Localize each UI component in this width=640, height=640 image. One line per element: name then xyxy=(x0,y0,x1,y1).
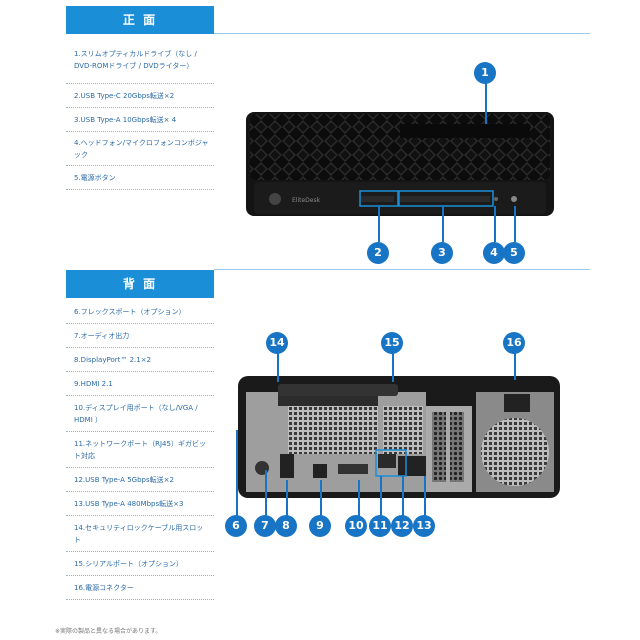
rear-spec-item-11: 11.ネットワークポート（RJ45）ギガビット対応 xyxy=(66,432,214,468)
rear-section-title: 背 面 xyxy=(66,270,214,298)
callout-16-leader xyxy=(514,352,516,380)
front-spec-list: 1.スリムオプティカルドライブ（なし / DVD-ROMドライブ / DVDライ… xyxy=(66,36,214,190)
callout-15-leader xyxy=(392,352,394,382)
rear-spec-item-13: 13.USB Type-A 480Mbps転送×3 xyxy=(66,492,214,516)
front-divider xyxy=(214,33,590,34)
callout-2-leader xyxy=(378,206,380,242)
callout-5-leader xyxy=(514,206,516,242)
front-spec-item-2: 2.USB Type-C 20Gbps転送×2 xyxy=(66,84,214,108)
callout-1-leader xyxy=(485,82,487,124)
callout-7-badge: 7 xyxy=(254,515,276,537)
callout-6-badge: 6 xyxy=(225,515,247,537)
front-brand-label: EliteDesk xyxy=(292,197,321,204)
callout-3-badge: 3 xyxy=(431,242,453,264)
callout-15-badge: 15 xyxy=(381,332,403,354)
rear-spec-item-10: 10.ディスプレイ用ポート（なし/VGA / HDMI ） xyxy=(66,396,214,432)
callout-14-leader xyxy=(277,352,279,382)
front-spec-item-3: 3.USB Type-A 10Gbps転送× 4 xyxy=(66,108,214,132)
callout-11-badge: 11 xyxy=(369,515,391,537)
rear-spec-item-8: 8.DisplayPort™ 2.1×2 xyxy=(66,348,214,372)
rear-spec-item-6: 6.フレックスポート（オプション） xyxy=(66,300,214,324)
callout-14-badge: 14 xyxy=(266,332,288,354)
callout-16-badge: 16 xyxy=(503,332,525,354)
callout-9-badge: 9 xyxy=(309,515,331,537)
callout-13-badge: 13 xyxy=(413,515,435,537)
rear-spec-list: 6.フレックスポート（オプション） 7.オーディオ出力 8.DisplayPor… xyxy=(66,300,214,600)
front-spec-item-4: 4.ヘッドフォン/マイクロフォンコンボジャック xyxy=(66,132,214,166)
callout-5-badge: 5 xyxy=(503,242,525,264)
callout-1-badge: 1 xyxy=(474,62,496,84)
rear-spec-item-15: 15.シリアルポート（オプション） xyxy=(66,552,214,576)
rear-divider xyxy=(214,269,590,270)
callout-4-leader xyxy=(494,206,496,242)
callout-2-badge: 2 xyxy=(367,242,389,264)
callout-11-leader xyxy=(380,476,382,518)
front-spec-item-1: 1.スリムオプティカルドライブ（なし / DVD-ROMドライブ / DVDライ… xyxy=(66,36,214,84)
rear-spec-item-12: 12.USB Type-A 5Gbps転送×2 xyxy=(66,468,214,492)
callout-4-badge: 4 xyxy=(483,242,505,264)
callout-12-badge: 12 xyxy=(391,515,413,537)
rear-spec-item-14: 14.セキュリティロックケーブル用スロット xyxy=(66,516,214,552)
callout-12-leader xyxy=(402,476,404,518)
rear-spec-item-16: 16.電源コネクター xyxy=(66,576,214,600)
front-pc-illustration xyxy=(246,112,554,216)
callout-6-leader xyxy=(236,430,238,518)
callout-9-leader xyxy=(320,480,322,518)
rear-spec-item-7: 7.オーディオ出力 xyxy=(66,324,214,348)
callout-7-leader xyxy=(265,470,267,518)
callout-13-leader xyxy=(424,476,426,518)
rear-spec-item-9: 9.HDMI 2.1 xyxy=(66,372,214,396)
callout-8-badge: 8 xyxy=(275,515,297,537)
callout-3-leader xyxy=(442,206,444,242)
footnote: ※実際の製品と異なる場合があります。 xyxy=(55,628,162,635)
callout-10-leader xyxy=(358,480,360,518)
callout-10-badge: 10 xyxy=(345,515,367,537)
front-section-title: 正 面 xyxy=(66,6,214,34)
rear-pc-illustration xyxy=(238,376,560,498)
callout-8-leader xyxy=(286,480,288,518)
front-spec-item-5: 5.電源ボタン xyxy=(66,166,214,190)
